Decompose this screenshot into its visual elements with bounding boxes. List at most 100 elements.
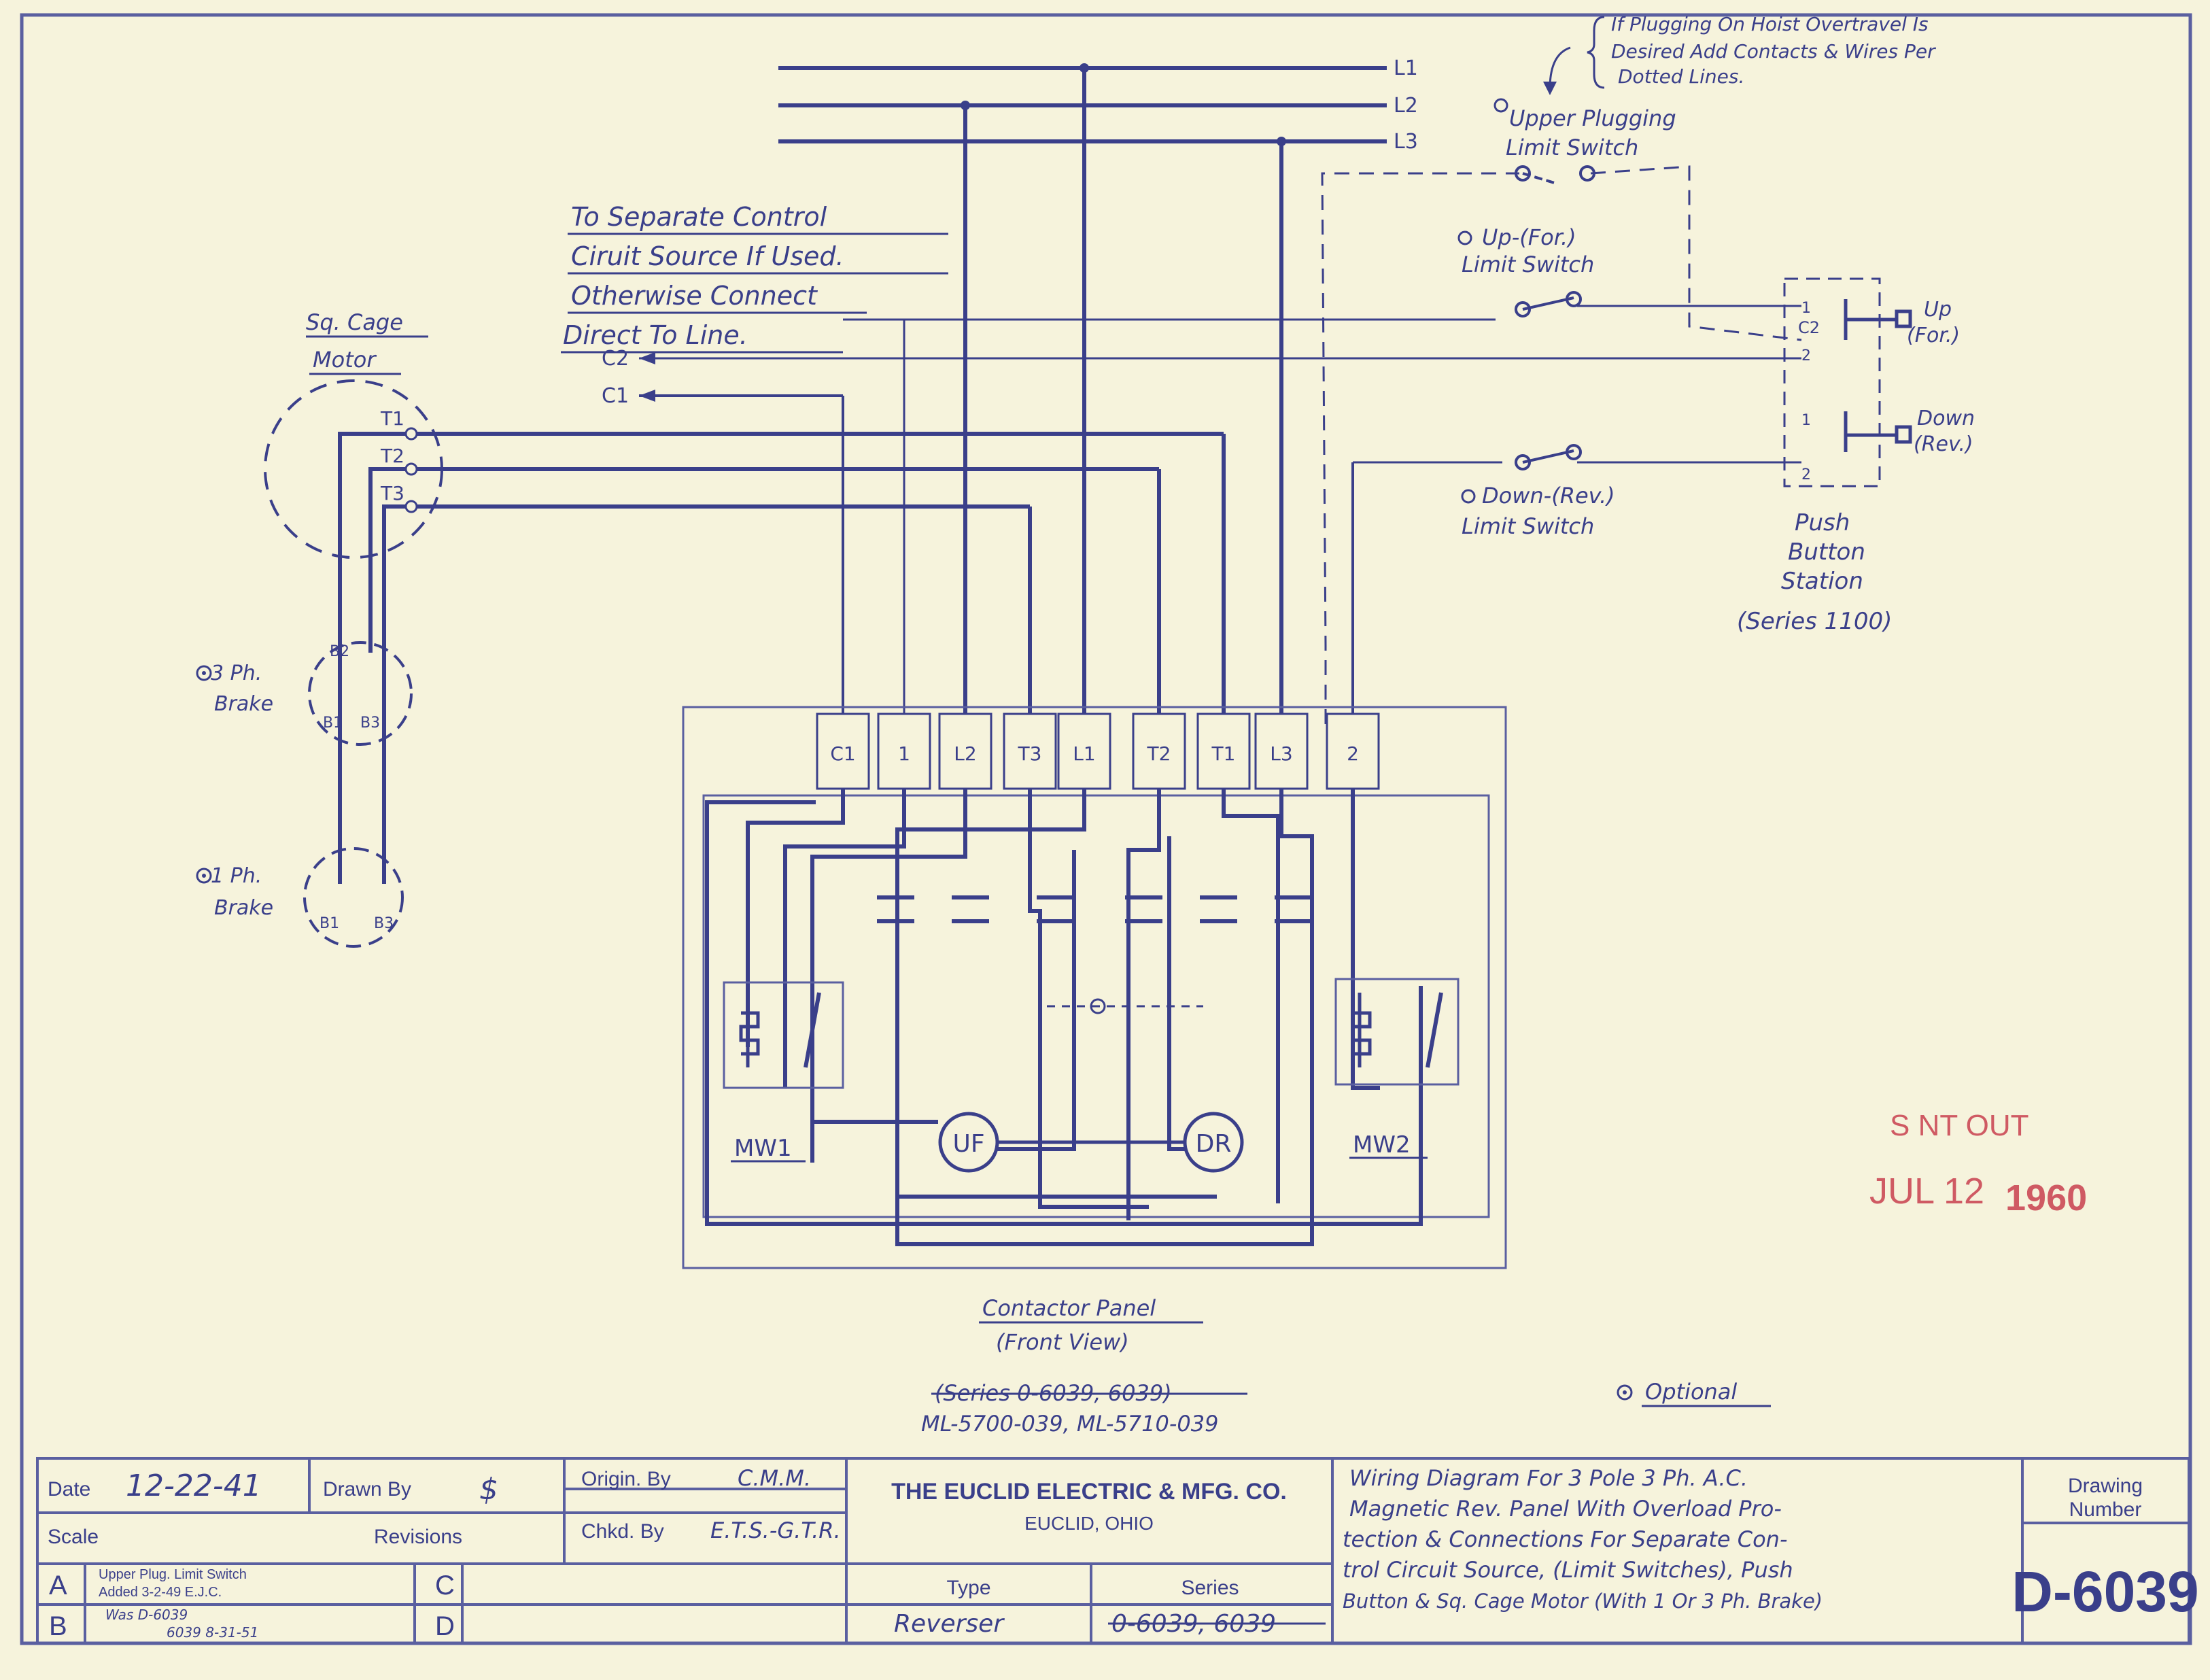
brake3-b3: B3 xyxy=(360,715,380,732)
tb-rev-d: D xyxy=(435,1611,455,1641)
coil-uf-label: UF xyxy=(952,1130,984,1158)
tb-title-line4: trol Circuit Source, (Limit Switches), P… xyxy=(1343,1557,1793,1583)
pb-title-1: Push xyxy=(1795,509,1850,536)
tb-title-line1: Wiring Diagram For 3 Pole 3 Ph. A.C. xyxy=(1349,1465,1748,1491)
tb-type-label: Type xyxy=(946,1577,990,1599)
pb-term-2: 2 xyxy=(1801,347,1811,364)
brake3-label1: 3 Ph. xyxy=(211,662,262,685)
plug-note-line2: Desired Add Contacts & Wires Per xyxy=(1611,40,1936,63)
pb-down-label: Down xyxy=(1917,407,1975,430)
tb-scale-label: Scale xyxy=(48,1526,99,1548)
motor-subtitle: Motor xyxy=(313,347,377,373)
tb-rev-c: C xyxy=(435,1571,455,1600)
plugging-note: If Plugging On Hoist Overtravel Is Desir… xyxy=(1611,13,1936,88)
pb-term-1: 1 xyxy=(1801,300,1811,317)
pb-term-1b: 1 xyxy=(1801,412,1811,429)
terminal-box-4 xyxy=(1057,713,1111,790)
pb-up-sublabel: (For.) xyxy=(1907,324,1960,347)
tb-type: Reverser xyxy=(894,1610,1005,1638)
plug-note-line3: Dotted Lines. xyxy=(1618,65,1744,88)
tb-company: THE EUCLID ELECTRIC & MFG. CO. xyxy=(891,1479,1287,1505)
tb-number-label: Number xyxy=(2069,1498,2142,1521)
panel-title: Contactor Panel xyxy=(982,1295,1156,1321)
tb-rev-a-note2: Added 3-2-49 E.J.C. xyxy=(99,1585,222,1600)
terminal-label-3: T3 xyxy=(1018,742,1042,765)
upper-plug-label1: Upper Plugging xyxy=(1509,105,1676,131)
motor-t3: T3 xyxy=(380,482,404,504)
tb-drawn-label: Drawn By xyxy=(323,1478,411,1501)
terminal-label-1: 1 xyxy=(898,742,910,765)
tb-drawing-number: D-6039 xyxy=(2012,1560,2199,1624)
control-note: To Separate Control Ciruit Source If Use… xyxy=(563,202,844,350)
brake-1ph: B1 B3 1 Ph. Brake xyxy=(196,847,404,948)
tb-series-label: Series xyxy=(1181,1577,1239,1599)
motor: Sq. Cage Motor T1 T2 T3 xyxy=(264,309,443,559)
pb-title-3: Station xyxy=(1781,568,1863,595)
brake3-b2: B2 xyxy=(330,643,349,660)
terminal-label-4: L1 xyxy=(1073,742,1095,765)
brake1-label1: 1 Ph. xyxy=(211,864,262,888)
optional-plugging-wiring xyxy=(1321,165,1802,724)
tb-rev-b-note2: 6039 8-31-51 xyxy=(167,1624,258,1641)
tb-chkd: E.T.S.-G.T.R. xyxy=(710,1518,841,1543)
tb-title-line3: tection & Connections For Separate Con- xyxy=(1343,1526,1787,1552)
terminal-label-7: L3 xyxy=(1270,742,1292,765)
motor-t1: T1 xyxy=(380,407,404,430)
down-limit-label2: Limit Switch xyxy=(1462,513,1594,539)
tb-rev-b-note1: Was D-6039 xyxy=(105,1607,188,1623)
control-note-line2: Ciruit Source If Used. xyxy=(571,241,844,271)
down-limit-switch: Down-(Rev.) Limit Switch xyxy=(1461,444,1615,539)
push-button-station: 1 C2 2 1 2 Up (For.) Down (Rev.) Push Bu… xyxy=(1737,277,1975,635)
stamp-sent-out: S NT OUT xyxy=(1890,1109,2029,1142)
down-limit-label1: Down-(Rev.) xyxy=(1482,483,1615,509)
wiring xyxy=(338,66,1801,884)
control-note-line1: To Separate Control xyxy=(571,202,827,232)
tb-drawing-label: Drawing xyxy=(2068,1475,2143,1497)
motor-symbol xyxy=(264,379,443,559)
upper-plugging-limit-switch: Upper Plugging Limit Switch xyxy=(1494,98,1676,185)
terminal-label-6: T1 xyxy=(1211,742,1236,765)
tb-rev-a: A xyxy=(49,1571,67,1600)
terminal-label-5: T2 xyxy=(1147,742,1171,765)
motor-title: Sq. Cage xyxy=(306,309,403,335)
brake1-b1: B1 xyxy=(320,915,339,932)
pb-series: (Series 1100) xyxy=(1737,608,1892,635)
brake1-label2: Brake xyxy=(214,896,273,920)
brake3-b1: B1 xyxy=(323,715,343,732)
label-c2: C2 xyxy=(602,347,629,371)
tb-title-line5: Button & Sq. Cage Motor (With 1 Or 3 Ph.… xyxy=(1343,1590,1823,1613)
pb-term-2b: 2 xyxy=(1801,466,1811,483)
terminal-box-8 xyxy=(1326,713,1380,790)
tb-city: EUCLID, OHIO xyxy=(1024,1513,1154,1534)
label-l3: L3 xyxy=(1394,130,1418,154)
pb-term-c2: C2 xyxy=(1798,318,1820,337)
up-limit-label1: Up-(For.) xyxy=(1482,224,1576,250)
pb-up-label: Up xyxy=(1924,298,1952,322)
terminal-label-0: C1 xyxy=(830,742,855,765)
panel-series: ML-5700-039, ML-5710-039 xyxy=(921,1411,1218,1437)
label-l1: L1 xyxy=(1394,56,1418,80)
tb-revisions-label: Revisions xyxy=(374,1526,462,1548)
up-limit-switch: Up-(For.) Limit Switch xyxy=(1457,224,1594,318)
panel-subtitle: (Front View) xyxy=(996,1329,1129,1355)
upper-plug-label2: Limit Switch xyxy=(1506,135,1638,160)
tb-title-line2: Magnetic Rev. Panel With Overload Pro- xyxy=(1349,1496,1782,1522)
coil-dr-label: DR xyxy=(1196,1130,1232,1158)
brake3-label2: Brake xyxy=(214,692,273,716)
terminal-label-8: 2 xyxy=(1347,742,1359,765)
brake1-b3: B3 xyxy=(374,915,394,932)
pb-down-sublabel: (Rev.) xyxy=(1914,432,1973,456)
control-note-line4: Direct To Line. xyxy=(563,320,748,350)
tb-date-label: Date xyxy=(48,1478,90,1501)
overload-mw2-label: MW2 xyxy=(1353,1131,1411,1159)
control-note-line3: Otherwise Connect xyxy=(571,281,818,311)
tb-date: 12-22-41 xyxy=(126,1469,262,1503)
stamp-date: JUL 12 xyxy=(1869,1171,1984,1212)
brake-3ph: B2 B1 B3 3 Ph. Brake xyxy=(196,641,413,746)
label-c1: C1 xyxy=(602,384,629,408)
up-limit-label2: Limit Switch xyxy=(1462,252,1594,277)
optional-note: Optional xyxy=(1645,1379,1737,1405)
motor-t2: T2 xyxy=(380,445,404,467)
tb-rev-b: B xyxy=(49,1611,67,1641)
